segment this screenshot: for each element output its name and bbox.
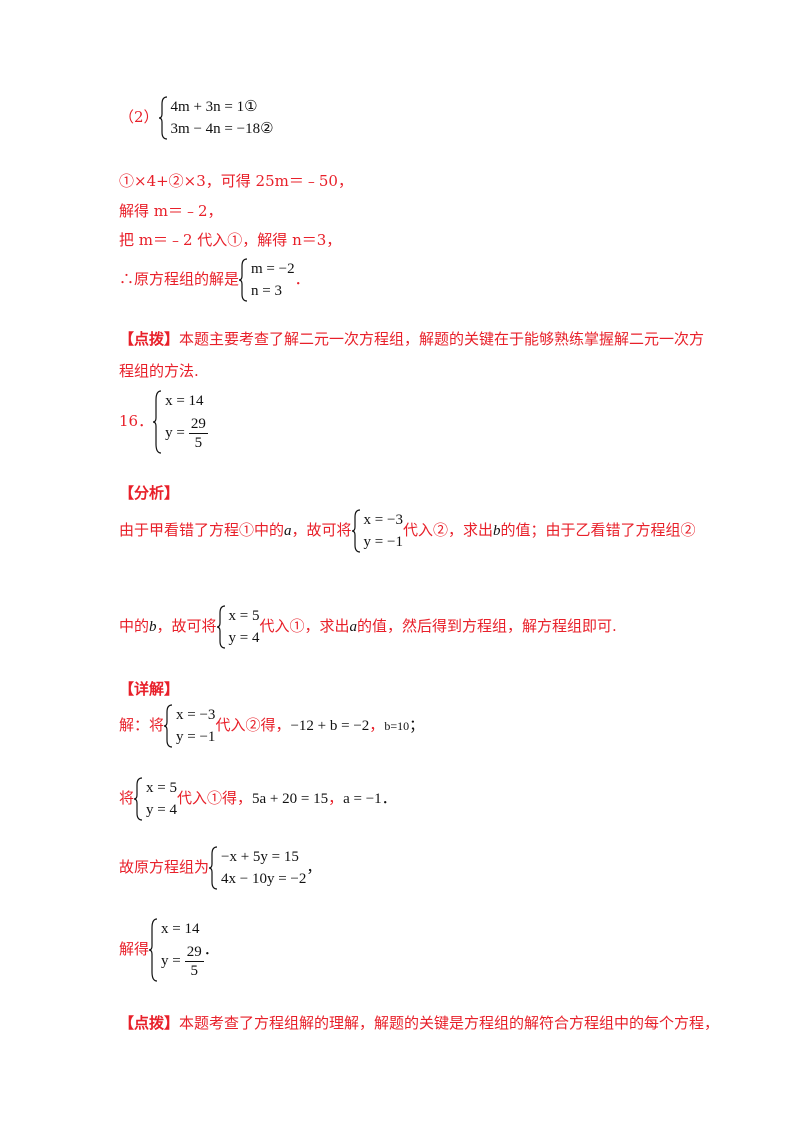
part2-line: （2） 4m + 3n = 1① 3m − 4n = −18② [119,96,274,140]
detail-l3-eq1: −x + 5y = 15 [221,849,299,865]
tip2-text: 本题考查了方程组解的理解，解题的关键是方程组的解符合方程组中的每个方程， [179,1014,720,1032]
part2-system: 4m + 3n = 1① 3m − 4n = −18② [158,96,274,140]
analysis-text-2b: ，故可将 [156,617,217,635]
solution-prefix: ∴原方程组的解是 [119,270,240,288]
tip1-line-1: 【点拨】本题主要考查了解二元一次方程组，解题的关键在于能够熟练掌握解二元一次方 [119,329,704,349]
analysis-sys1-eq2: y = −1 [363,534,403,550]
detail-l2-math2: a = −1 [343,791,382,807]
q16-denominator: 5 [194,435,203,452]
tip2-label: 【点拨】 [119,1014,180,1032]
analysis-text-1d: 的值；由于乙看错了方程组② [500,521,696,539]
var-b-2: b [149,619,157,635]
q16-eq2-lhs: y = [165,425,185,441]
detail-l3-eq2: 4x − 10y = −2 [221,871,307,887]
detail-l1-sep: ， [369,716,385,734]
solution-line-1: ①×4+②×3，可得 25m＝﹣50， [119,172,353,190]
solution-line-3: 把 m＝﹣2 代入①，解得 n＝3， [119,231,342,249]
detail-l1-math2: b=10 [384,719,410,733]
detail-line-3: 故原方程组为 −x + 5y = 15 4x − 10y = −2， [119,846,321,890]
detail-system-1: x = −3 y = −1 [164,704,215,748]
analysis-label: 【分析】 [119,484,180,502]
var-a: a [284,523,292,539]
detail-l2-math1: 5a + 20 = 15 [252,791,329,807]
detail-l2-eq2: y = 4 [146,802,177,818]
analysis-text-1c: 代入②，求出 [402,521,493,539]
solution-system: m = −2 n = 3 [239,258,295,302]
detail-l1-eq2: y = −1 [176,729,216,745]
brace-icon [164,704,173,748]
analysis-text-2a: 中的 [119,617,150,635]
detail-l1-text-b: 代入②得， [215,716,291,734]
detail-label: 【详解】 [119,680,180,698]
tip1-line-2: 程组的方法. [119,362,199,380]
q16-eq1: x = 14 [165,393,204,409]
detail-l2-end: ． [381,791,397,807]
analysis-sys2-eq1: x = 5 [228,608,260,624]
detail-l2-text: 将 [119,789,135,807]
detail-l2-text-b: 代入①得， [176,789,252,807]
tip1-text-1: 本题主要考查了解二元一次方程组，解题的关键在于能够熟练掌握解二元一次方 [179,330,705,348]
brace-icon [216,605,225,649]
detail-l2-sep: ， [328,789,344,807]
detail-l1-eq1: x = −3 [176,707,216,723]
solution-line-2: 解得 m＝﹣2， [119,202,223,220]
detail-l1-text: 解：将 [119,716,165,734]
solution-line-4: ∴原方程组的解是 m = −2 n = 3 ． [119,258,310,302]
analysis-system-2: x = 5 y = 4 [216,605,260,649]
analysis-sys2-eq2: y = 4 [228,630,260,646]
q16-label: 16． [119,412,154,430]
detail-l2-eq1: x = 5 [146,780,177,796]
detail-l4-end: ． [203,942,219,958]
brace-icon [239,258,248,302]
detail-l4-denominator: 5 [190,963,198,980]
part2-eq1: 4m + 3n = 1① [170,99,258,115]
analysis-text-2d: 的值，然后得到方程组，解方程组即可. [357,617,617,635]
detail-l4-numerator: 29 [184,944,204,963]
detail-system-3: −x + 5y = 15 4x − 10y = −2 [209,846,306,890]
brace-icon [158,96,167,140]
detail-l1-end: ； [409,718,425,734]
analysis-text-1a: 由于甲看错了方程①中的 [119,521,285,539]
analysis-system-1: x = −3 y = −1 [351,509,403,553]
q16-numerator: 29 [188,416,208,435]
detail-l4-eq2-lhs: y = [161,953,181,969]
solution-eq2: n = 3 [251,283,282,299]
analysis-sys1-eq1: x = −3 [363,512,403,528]
brace-icon [149,918,158,982]
detail-l3-text: 故原方程组为 [119,858,210,876]
brace-icon [134,777,143,821]
part2-label: （2） [119,108,159,126]
detail-l1-math1: −12 + b = −2 [290,718,370,734]
var-a-2: a [349,619,358,635]
detail-l4-text: 解得 [119,940,150,958]
var-b: b [492,523,501,539]
part2-eq2: 3m − 4n = −18② [170,121,274,137]
brace-icon [209,846,218,890]
analysis-text-2c: 代入①，求出 [259,617,350,635]
tip1-label: 【点拨】 [119,330,180,348]
brace-icon [351,509,360,553]
solution-eq1: m = −2 [251,261,295,277]
detail-l4-eq1: x = 14 [161,921,200,937]
brace-icon [153,390,162,454]
detail-system-2: x = 5 y = 4 [134,777,177,821]
analysis-text-1b: ，故可将 [291,521,352,539]
tip2-line: 【点拨】本题考查了方程组解的理解，解题的关键是方程组的解符合方程组中的每个方程， [119,1013,719,1033]
detail-l3-end: ， [306,860,322,876]
solution-suffix: ． [294,270,310,288]
